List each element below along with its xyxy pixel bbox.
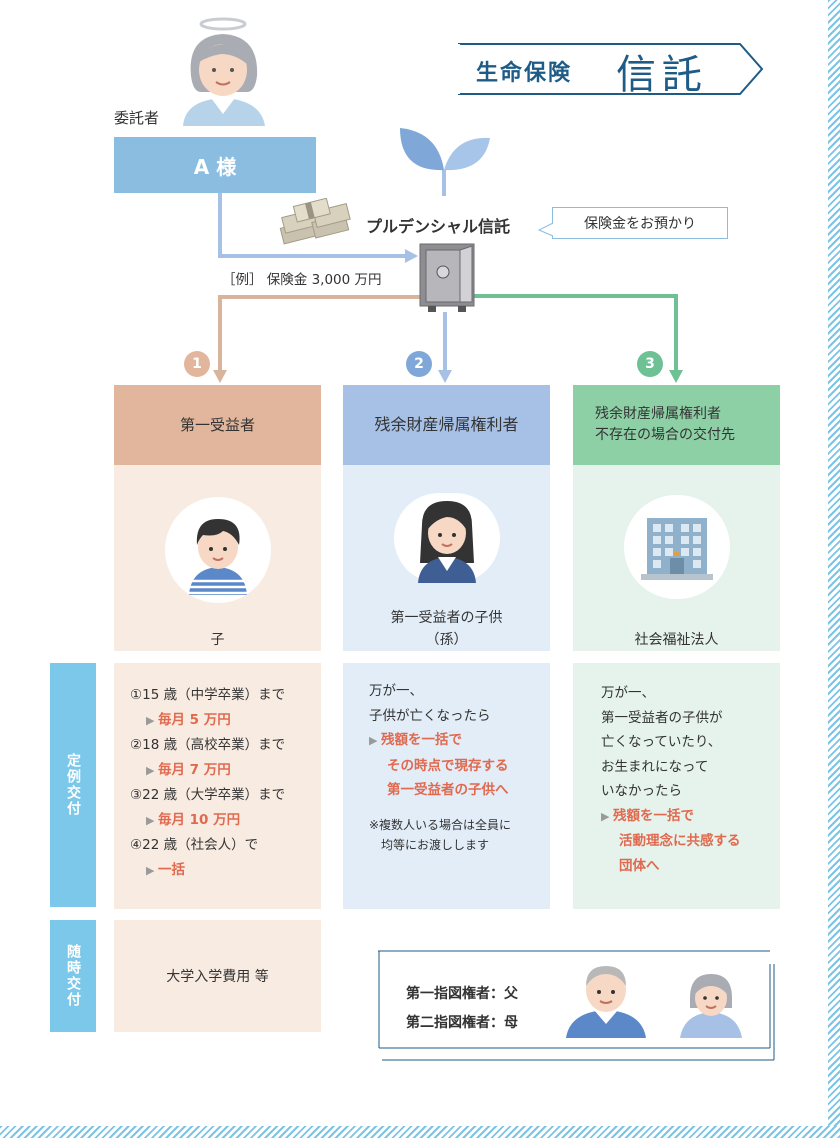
occasional-box: 大学入学費用 等: [114, 920, 321, 1032]
regular-item-2-amount: 毎月 7 万円: [157, 761, 231, 778]
hatched-right-border: [828, 0, 840, 1138]
regular-col2-red1: 残額を一括で: [380, 732, 462, 748]
settlor-label: 委託者: [114, 109, 160, 127]
money-stack-icon: [274, 197, 354, 248]
triangle-icon: ▶: [146, 813, 158, 827]
regular-col2-line2: 子供が亡くなったら: [369, 707, 491, 724]
regular-item-3: ③22 歳（大学卒業）まで ▶ 毎月 10 万円: [130, 783, 321, 833]
triangle-icon: ▶: [146, 863, 158, 877]
flow-connectors: [213, 193, 683, 383]
designators-box: 第一指図権者：父 第二指図権者：母: [378, 950, 776, 1062]
occasional-delivery-label: 随時交付: [50, 920, 96, 1032]
sprout-icon: [398, 126, 492, 196]
badge-3: 3: [637, 351, 663, 377]
regular-col3-red3: 団体へ: [619, 857, 660, 874]
trustee-bubble-text: 保険金をお預かり: [584, 216, 696, 232]
father-icon: [566, 966, 646, 1038]
column-3-body: 社会福祉法人: [573, 465, 780, 651]
title-badge-frame: [456, 43, 764, 95]
column-2-person-line1: 第一受益者の子供: [390, 610, 503, 626]
regular-item-3-amount: 毎月 10 万円: [157, 811, 241, 828]
regular-col2-note2: 均等にお渡しします: [381, 837, 490, 852]
column-2-body: 第一受益者の子供 （孫）: [343, 465, 550, 651]
child-avatar: [164, 497, 271, 603]
column-1-header: 第一受益者: [114, 385, 321, 465]
regular-item-4-condition: ④22 歳（社会人）で: [130, 837, 259, 853]
column-1-body: 子: [114, 465, 321, 651]
mother-icon: [680, 974, 742, 1038]
column-3-person: 社会福祉法人: [634, 631, 719, 648]
boy-icon: [188, 518, 247, 595]
regular-item-2: ②18 歳（高校卒業）まで ▶ 毎月 7 万円: [130, 733, 321, 783]
bubble-tail-icon: [538, 222, 554, 237]
grandchild-avatar: [393, 493, 500, 583]
column-3-title-line1: 残余財産帰属権利者: [595, 406, 721, 422]
title-big: 信託: [616, 52, 708, 98]
triangle-icon: ▶: [369, 734, 381, 747]
regular-col3-red2: 活動理念に共感する: [619, 833, 741, 849]
regular-col2-red2: その時点で現存する: [387, 757, 509, 774]
occasional-text: 大学入学費用 等: [166, 969, 269, 985]
trustee-speech-bubble: 保険金をお預かり: [552, 207, 728, 239]
regular-item-1-condition: ①15 歳（中学卒業）まで: [130, 687, 286, 703]
regular-col3-line3: 亡くなっていたり、: [601, 734, 722, 750]
settlor-avatar: [175, 14, 275, 126]
regular-column-1: ①15 歳（中学卒業）まで ▶ 毎月 5 万円 ②18 歳（高校卒業）まで ▶ …: [114, 663, 321, 909]
settlor-box: A 様: [114, 137, 316, 193]
settlor-name: A 様: [193, 154, 237, 179]
regular-item-2-condition: ②18 歳（高校卒業）まで: [130, 737, 286, 753]
triangle-icon: ▶: [146, 763, 158, 777]
example-amount: ［例］ 保険金 3,000 万円: [222, 272, 382, 288]
building-icon: [640, 517, 713, 580]
column-3-title-line2: 不存在の場合の交付先: [595, 427, 735, 443]
safe-icon: [418, 242, 476, 312]
regular-col2-red3: 第一受益者の子供へ: [387, 782, 509, 798]
badge-2: 2: [406, 351, 432, 377]
column-1-title: 第一受益者: [179, 415, 255, 434]
column-3-header: 残余財産帰属権利者 不存在の場合の交付先: [573, 385, 780, 465]
hatched-bottom-border: [0, 1126, 840, 1138]
designators-frame: [378, 950, 775, 1061]
regular-column-2: 万が一、 子供が亡くなったら ▶ 残額を一括で その時点で現存する 第一受益者の…: [343, 663, 550, 909]
title-badge: 生命保険 信託: [456, 40, 770, 98]
triangle-icon: ▶: [146, 713, 158, 727]
regular-col2-line1: 万が一、: [369, 683, 423, 699]
badge-1: 1: [184, 351, 210, 377]
regular-delivery-label: 定例交付: [50, 663, 96, 907]
grandmother-angel-icon: [183, 17, 265, 126]
regular-col3-line4: お生まれになって: [601, 758, 709, 775]
regular-col3-line5: いなかったら: [601, 783, 682, 799]
organization-avatar: [623, 495, 730, 599]
column-1-person: 子: [210, 631, 225, 648]
column-2-person-line2: （孫）: [425, 632, 468, 649]
regular-col3-line2: 第一受益者の子供が: [601, 709, 723, 726]
regular-item-1-amount: 毎月 5 万円: [157, 711, 231, 728]
designator-second: 第二指図権者：母: [406, 1015, 518, 1031]
regular-item-1: ①15 歳（中学卒業）まで ▶ 毎月 5 万円: [130, 683, 321, 733]
regular-column-3: 万が一、 第一受益者の子供が 亡くなっていたり、 お生まれになって いなかったら…: [573, 663, 780, 909]
column-2-header: 残余財産帰属権利者: [343, 385, 550, 465]
regular-col3-red1: 残額を一括で: [612, 807, 694, 824]
trustee-name: プルデンシャル信託: [366, 217, 511, 236]
regular-item-3-condition: ③22 歳（大学卒業）まで: [130, 787, 286, 803]
title-small: 生命保険: [476, 61, 573, 86]
regular-col3-line1: 万が一、: [601, 685, 655, 701]
triangle-icon: ▶: [601, 809, 613, 823]
regular-item-4: ④22 歳（社会人）で ▶ 一括: [130, 833, 321, 883]
regular-col2-note1: ※複数人いる場合は全員に: [369, 817, 512, 832]
designator-first: 第一指図権者：父: [406, 986, 518, 1002]
column-2-title: 残余財産帰属権利者: [374, 415, 519, 434]
regular-item-4-amount: 一括: [157, 861, 185, 878]
girl-icon: [417, 501, 476, 583]
